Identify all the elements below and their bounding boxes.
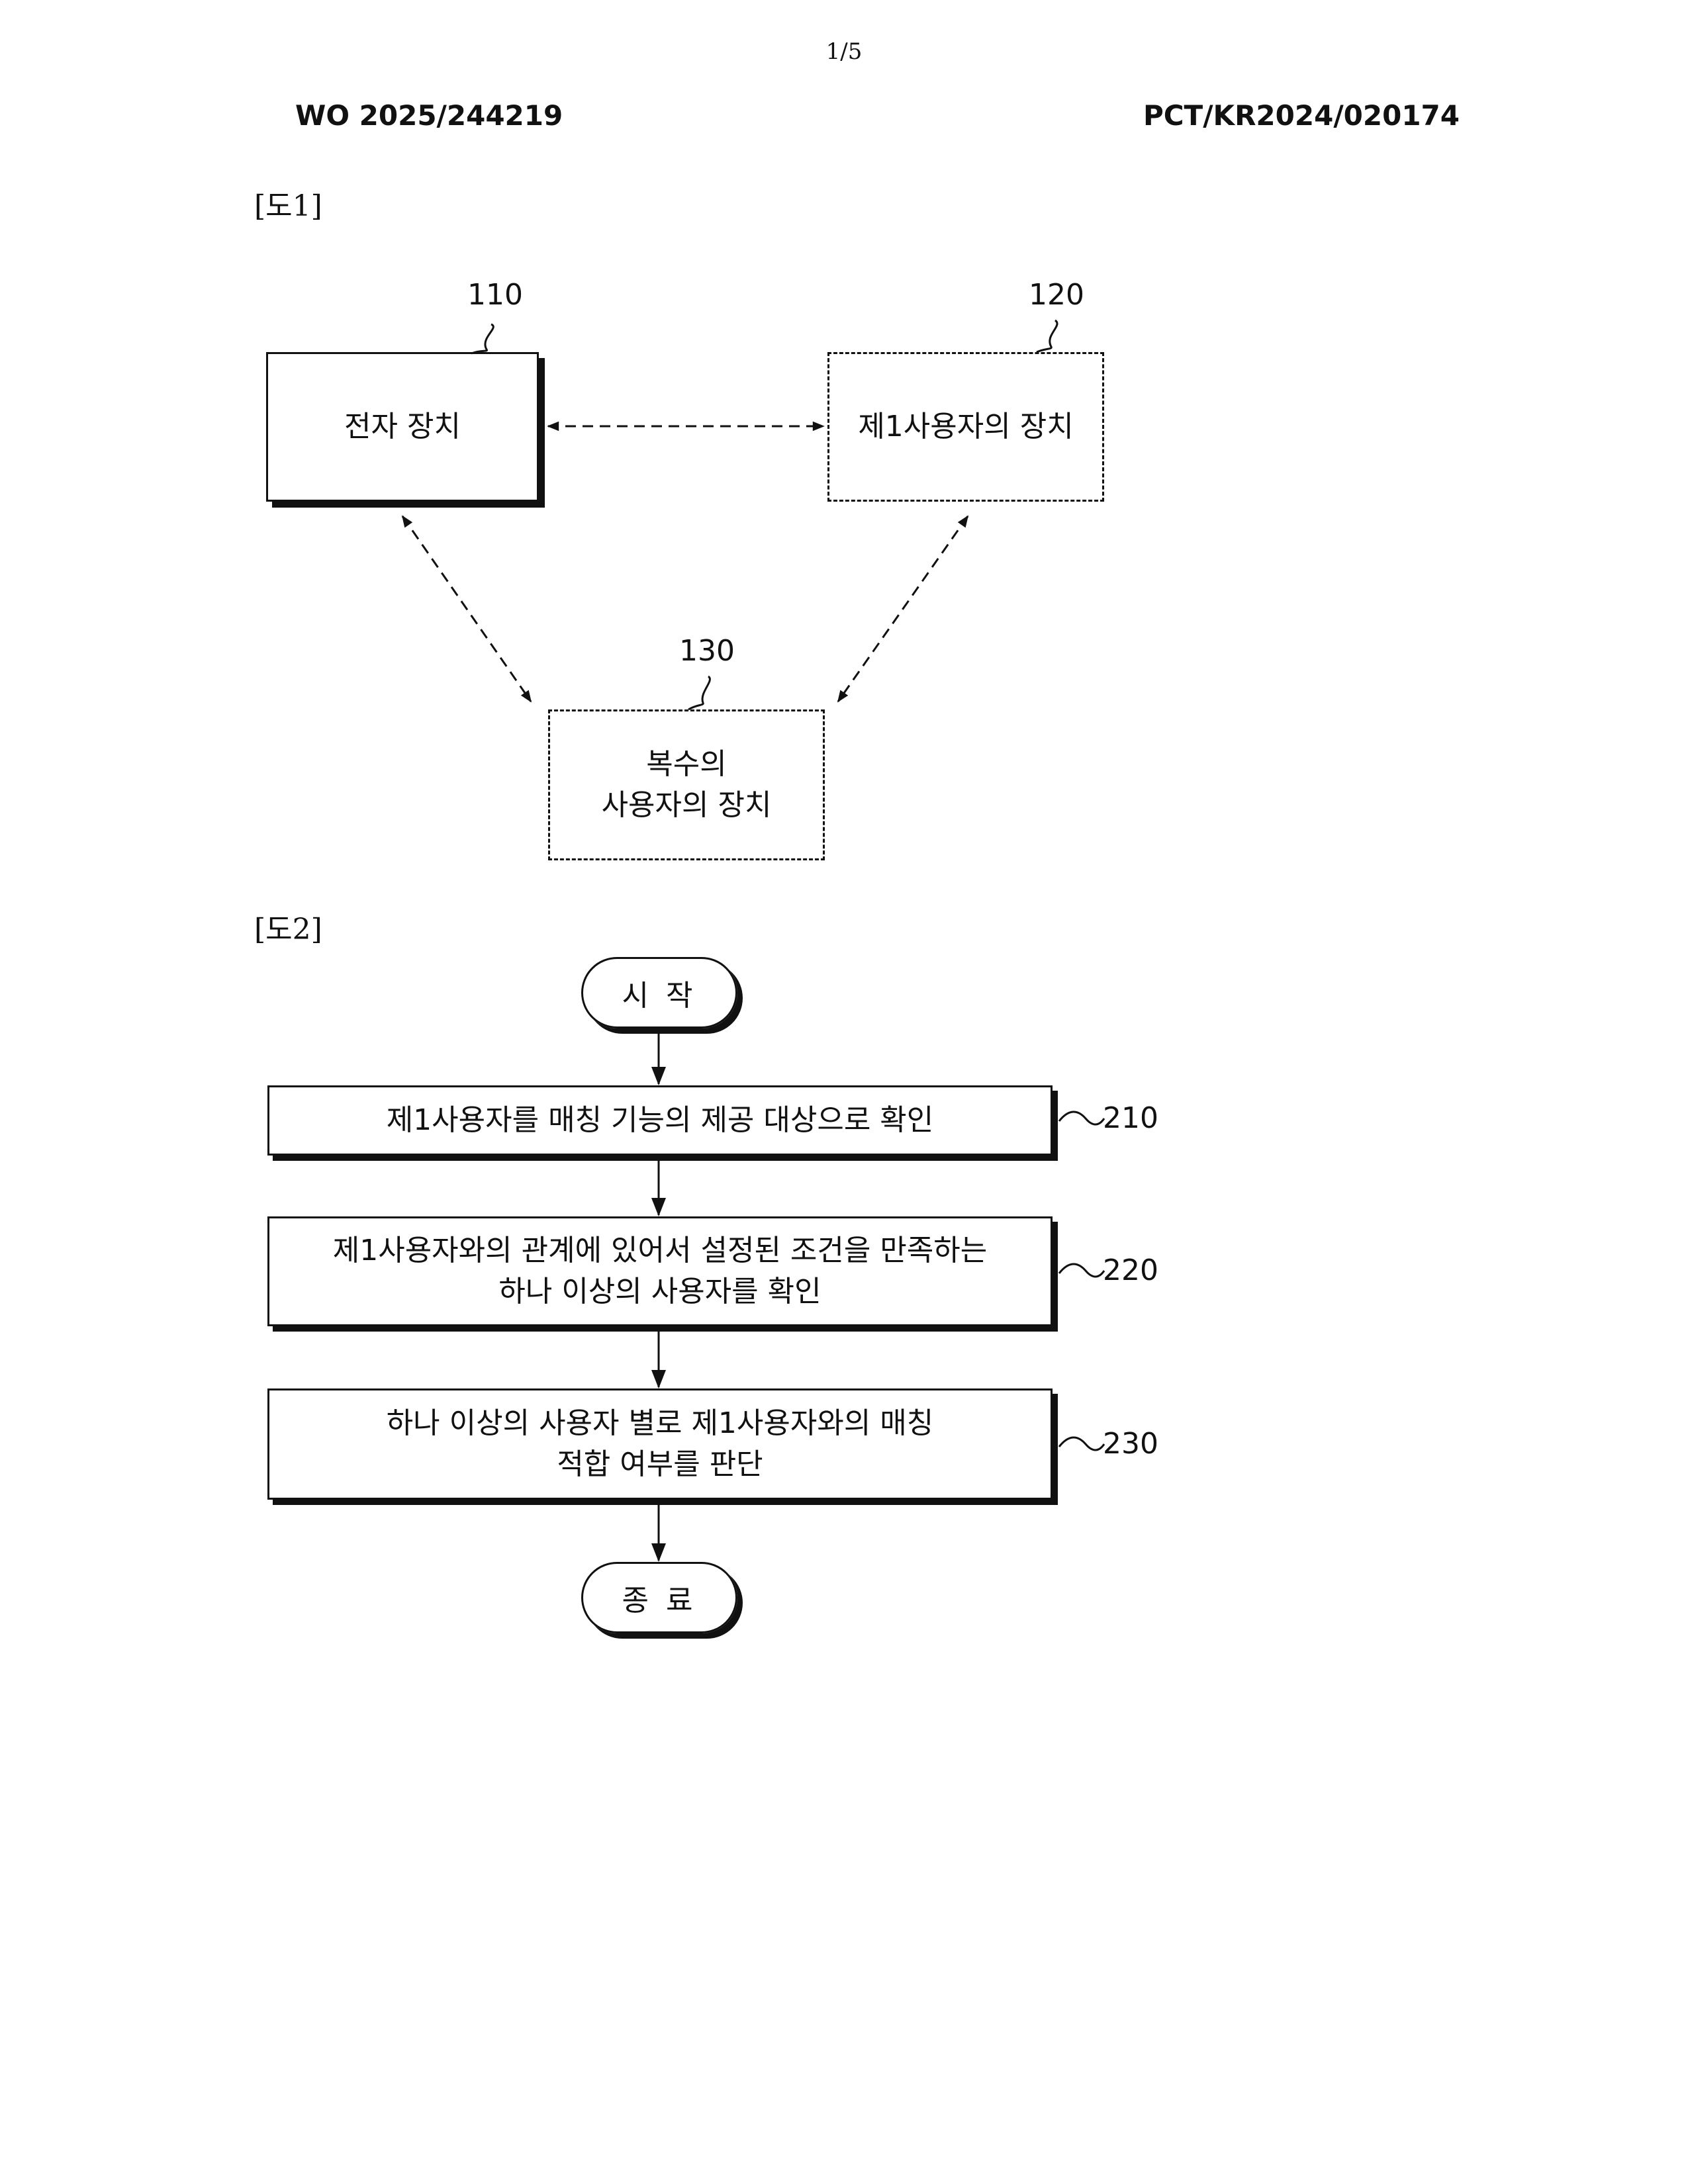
tilde-220: [1059, 1264, 1104, 1277]
node-110-text: 전자 장치: [344, 406, 461, 447]
fig1-label: [도1]: [254, 182, 322, 224]
fig2-label: [도2]: [254, 905, 322, 948]
step-230-line2: 적합 여부를 판단: [557, 1444, 763, 1485]
leader-110: [471, 324, 493, 353]
step-220-line2: 하나 이상의 사용자를 확인: [498, 1271, 821, 1312]
end-label: 종 료: [622, 1576, 697, 1619]
ref-230: 230: [1103, 1427, 1158, 1461]
step-220-line1: 제1사용자와의 관계에 있어서 설정된 조건을 만족하는: [333, 1230, 987, 1271]
step-220: 제1사용자와의 관계에 있어서 설정된 조건을 만족하는 하나 이상의 사용자를…: [267, 1216, 1053, 1326]
ref-110: 110: [467, 278, 523, 312]
step-210-text: 제1사용자를 매칭 기능의 제공 대상으로 확인: [387, 1100, 934, 1141]
step-230-line1: 하나 이상의 사용자 별로 제1사용자와의 매칭: [387, 1403, 934, 1444]
end-terminal: 종 료: [581, 1562, 737, 1633]
ref-120: 120: [1029, 278, 1084, 312]
ref-130: 130: [679, 634, 735, 668]
step-210: 제1사용자를 매칭 기능의 제공 대상으로 확인: [267, 1085, 1053, 1156]
node-multiple-user-devices: 복수의 사용자의 장치: [548, 709, 825, 860]
leader-120: [1037, 320, 1057, 352]
start-terminal: 시 작: [581, 957, 737, 1028]
node-130-line2: 사용자의 장치: [602, 785, 772, 826]
leader-130: [688, 676, 710, 709]
tilde-210: [1059, 1112, 1104, 1124]
tilde-230: [1059, 1437, 1104, 1450]
ref-210: 210: [1103, 1101, 1158, 1135]
ref-220: 220: [1103, 1253, 1158, 1287]
node-120-text: 제1사용자의 장치: [858, 406, 1073, 447]
node-first-user-device: 제1사용자의 장치: [827, 352, 1104, 502]
start-label: 시 작: [622, 972, 697, 1014]
step-230: 하나 이상의 사용자 별로 제1사용자와의 매칭 적합 여부를 판단: [267, 1388, 1053, 1500]
node-electronic-device: 전자 장치: [266, 352, 539, 502]
node-130-line1: 복수의: [646, 744, 726, 785]
arrow-110-130: [402, 516, 531, 702]
arrow-120-130: [838, 516, 968, 702]
